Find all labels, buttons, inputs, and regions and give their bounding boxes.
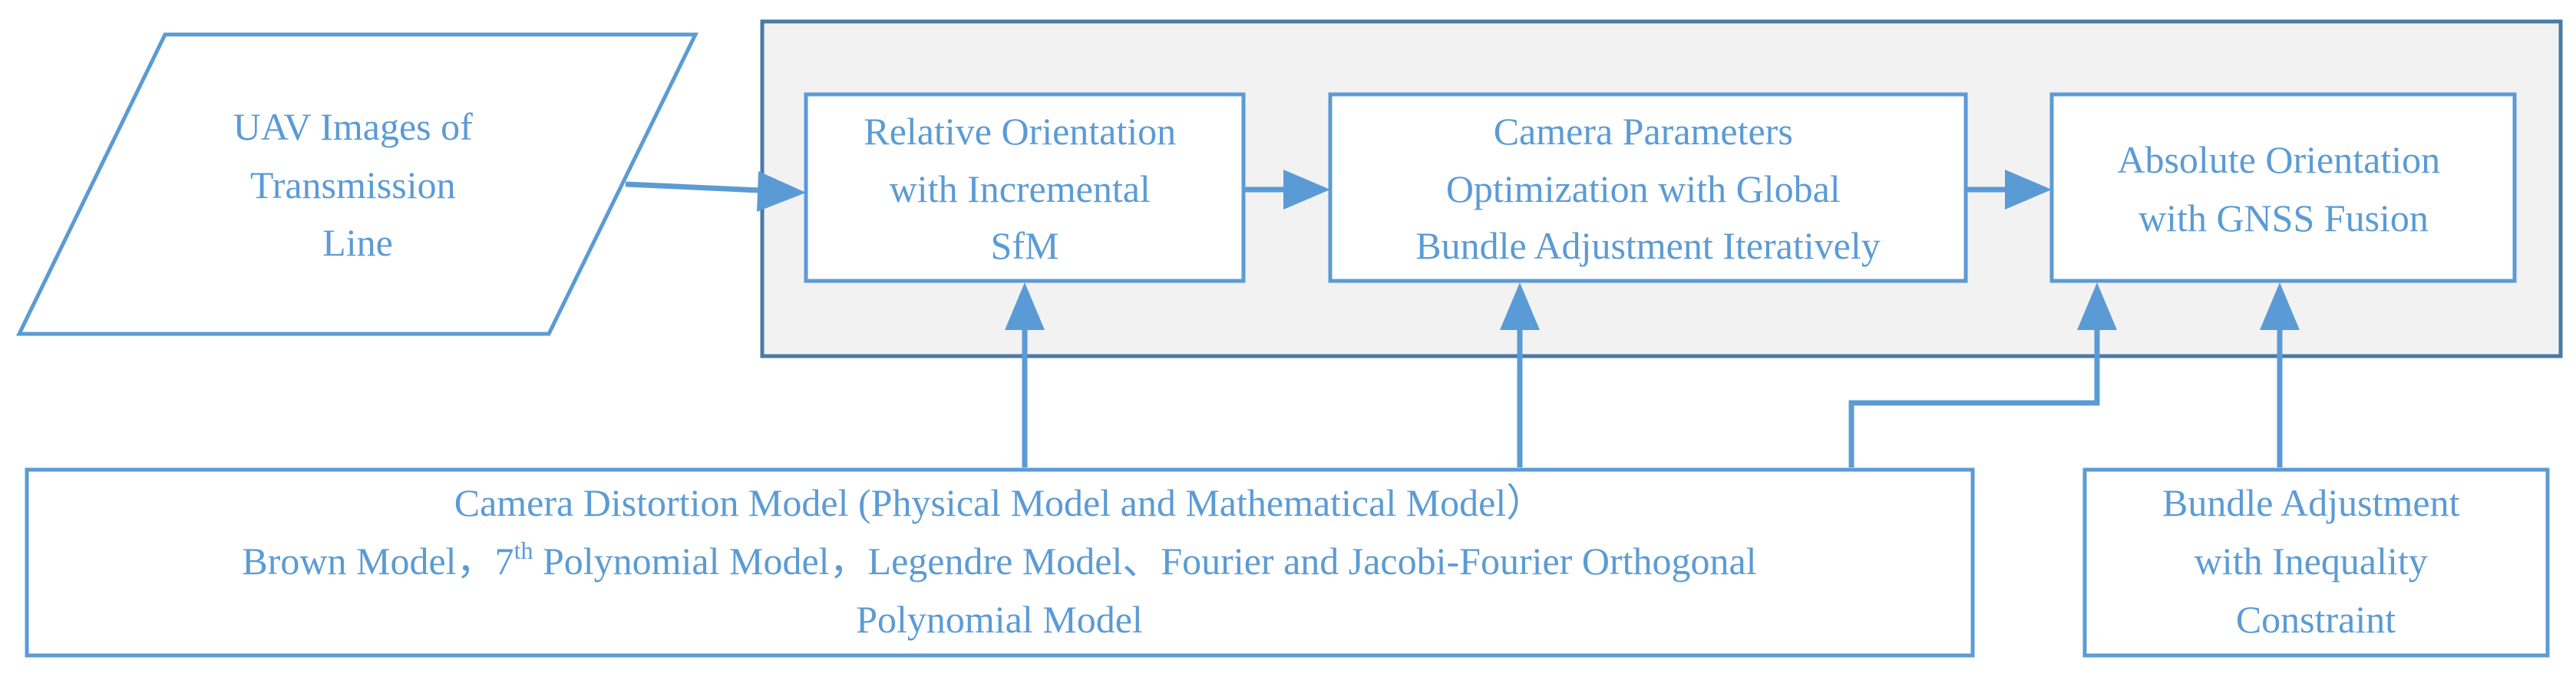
relative-orientation-line-1: Relative Orientation (864, 110, 1176, 153)
bundle-adjustment-line-3: Constraint (2236, 598, 2396, 641)
camera-parameters-box (1328, 92, 1968, 283)
absolute-orientation-line-1: Absolute Orientation (2117, 138, 2440, 181)
arrow-relative-to-camera-head (1283, 170, 1330, 210)
input-label-line-1: UAV Images of (233, 105, 473, 148)
camera-parameters-label: Camera Parameters Optimization with Glob… (1415, 110, 1880, 267)
bundle-adjustment-label: Bundle Adjustment with Inequality Constr… (2162, 481, 2469, 641)
distortion-model-line-3: Polynomial Model (856, 598, 1143, 641)
bundle-adjustment-box (2082, 467, 2550, 658)
absolute-orientation-line-2: with GNSS Fusion (2138, 196, 2429, 239)
absolute-orientation-box (2049, 92, 2517, 283)
camera-parameters-line-1: Camera Parameters (1494, 110, 1793, 153)
arrow-bundle-to-absolute-head (2260, 282, 2300, 330)
distortion-model-line-2-part-b: Polynomial Model，Legendre Model、Fourier … (533, 540, 1756, 583)
arrow-camera-to-absolute-head (2005, 170, 2052, 210)
arrow-input-to-relative-shaft (625, 181, 761, 193)
relative-orientation-label: Relative Orientation with Incremental Sf… (864, 110, 1185, 267)
arrow-distortion-to-camera-head (1500, 282, 1540, 330)
bundle-adjustment-line-2: with Inequality (2195, 540, 2428, 583)
absolute-orientation-label: Absolute Orientation with GNSS Fusion (2117, 138, 2449, 239)
relative-orientation-line-3: SfM (991, 224, 1059, 267)
camera-parameters-line-2: Optimization with Global (1446, 167, 1841, 210)
relative-orientation-line-2: with Incremental (890, 167, 1151, 210)
arrow-distortion-to-absolute-head (2077, 282, 2117, 330)
arrow-input-to-relative-head (757, 171, 806, 212)
bundle-adjustment-line-1: Bundle Adjustment (2162, 481, 2460, 524)
input-label: UAV Images of Transmission Line (233, 105, 483, 264)
distortion-model-line-2-part-a: Brown Model，7 (242, 540, 514, 583)
distortion-model-box (25, 467, 1975, 658)
distortion-model-line-2-superscript: th (514, 536, 533, 564)
arrow-distortion-to-relative-head (1005, 282, 1045, 330)
input-label-line-3: Line (322, 221, 393, 264)
relative-orientation-box (804, 92, 1246, 283)
arrow-distortion-to-absolute-shaft (1848, 326, 2100, 467)
input-label-line-2: Transmission (250, 163, 456, 206)
distortion-model-line-2: Brown Model，7th Polynomial Model，Legendr… (242, 536, 1756, 583)
camera-parameters-line-3: Bundle Adjustment Iteratively (1415, 224, 1880, 267)
input-parallelogram (16, 32, 699, 336)
distortion-model-line-1: Camera Distortion Model (Physical Model … (454, 481, 1545, 524)
